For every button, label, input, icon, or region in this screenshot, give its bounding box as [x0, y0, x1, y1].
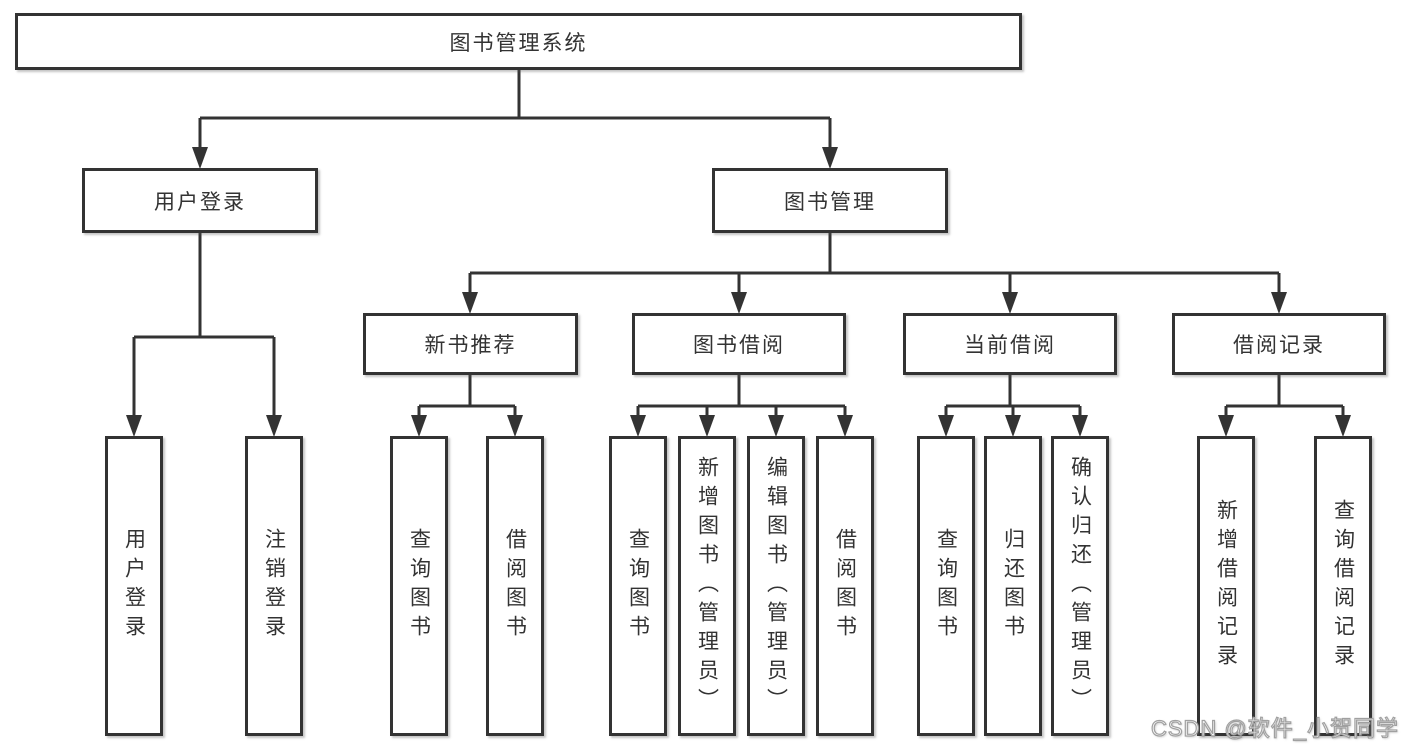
node-book-management: 图书管理 [712, 168, 948, 233]
csdn-watermark: CSDN @软件_小贺同学 [1150, 715, 1399, 741]
node-book-management-system: 图书管理系统 [15, 13, 1022, 70]
node-label: 编辑图书（管理员） [764, 455, 788, 717]
node-label: 用户登录 [154, 190, 246, 214]
arrowheads [126, 147, 1351, 437]
node-label: 查询图书 [407, 528, 431, 644]
leaf-user-login: 用户登录 [105, 436, 163, 736]
leaf-edit-book-admin: 编辑图书（管理员） [747, 436, 805, 736]
node-label: 用户登录 [122, 528, 146, 644]
node-book-borrow: 图书借阅 [632, 313, 846, 375]
leaf-confirm-return-admin: 确认归还（管理员） [1051, 436, 1109, 736]
leaf-borrow-books-recommend: 借阅图书 [486, 436, 544, 736]
node-label: 查询借阅记录 [1331, 499, 1355, 673]
node-label: 查询图书 [626, 528, 650, 644]
leaf-add-borrow-record: 新增借阅记录 [1197, 436, 1255, 736]
node-label: 新书推荐 [424, 334, 517, 357]
node-current-borrow: 当前借阅 [903, 313, 1117, 375]
node-label: 图书管理 [784, 190, 876, 214]
leaf-query-books-borrow: 查询图书 [609, 436, 667, 736]
node-new-book-recommend: 新书推荐 [363, 313, 578, 375]
leaf-borrow-books: 借阅图书 [816, 436, 874, 736]
node-label: 图书管理系统 [449, 31, 588, 55]
node-label: 查询图书 [934, 528, 958, 644]
node-label: 当前借阅 [964, 334, 1056, 357]
node-label: 归还图书 [1001, 528, 1025, 644]
node-label: 图书借阅 [693, 334, 785, 357]
leaf-query-books-current: 查询图书 [917, 436, 975, 736]
node-label: 借阅记录 [1233, 334, 1325, 357]
node-label: 注销登录 [262, 528, 286, 644]
leaf-return-book: 归还图书 [984, 436, 1042, 736]
leaf-add-book-admin: 新增图书（管理员） [678, 436, 736, 736]
node-label: 借阅图书 [833, 528, 857, 644]
node-label: 确认归还（管理员） [1068, 455, 1092, 717]
leaf-logout: 注销登录 [245, 436, 303, 736]
node-label: 新增图书（管理员） [695, 455, 719, 717]
leaf-query-books-recommend: 查询图书 [390, 436, 448, 736]
node-label: 借阅图书 [503, 528, 527, 644]
leaf-query-borrow-record: 查询借阅记录 [1314, 436, 1372, 736]
node-user-login: 用户登录 [82, 168, 318, 233]
node-borrow-records: 借阅记录 [1172, 313, 1386, 375]
node-label: 新增借阅记录 [1214, 499, 1238, 673]
